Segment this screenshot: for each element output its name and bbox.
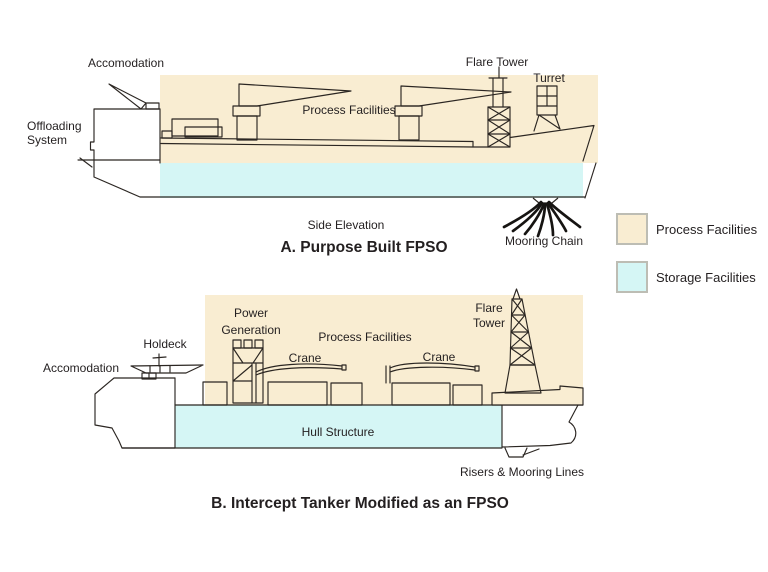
flare-tower-b-structure [504,288,542,394]
diagram-a-title: A. Purpose Built FPSO [280,239,447,256]
label-crane-left: Crane [289,351,322,365]
label-offloading-line2: System [27,133,67,147]
storage-area-a [160,163,583,198]
storage-facilities-swatch [616,261,648,293]
label-accommodation-a: Accomodation [88,56,164,70]
label-hull-structure: Hull Structure [302,425,375,439]
legend-process-label: Process Facilities [656,222,758,237]
label-accommodation-b: Accomodation [43,361,119,375]
label-power-line1: Power [234,306,268,320]
mooring-chains-a [502,197,582,238]
crane-a-left [232,83,352,141]
crane-a-right [394,85,512,141]
legend: Process Facilities Storage Facilities [616,213,758,293]
label-flare-line2: Tower [473,316,505,330]
label-process-facilities-b: Process Facilities [318,330,411,344]
derrick-a [108,83,160,110]
label-process-facilities-a: Process Facilities [302,103,395,117]
label-side-elevation: Side Elevation [308,218,385,232]
process-facilities-swatch [616,213,648,245]
legend-storage-label: Storage Facilities [656,270,756,285]
deck-modules-b [202,381,483,406]
storage-area-b [175,405,502,448]
power-generation-tower [232,339,264,404]
label-risers-mooring: Risers & Mooring Lines [460,465,584,479]
label-flare-tower-a: Flare Tower [466,55,528,69]
label-crane-right: Crane [423,350,456,364]
crane-b-left [255,363,347,376]
turret-a-structure [533,85,561,132]
holdeck-structure [130,353,204,380]
crane-b-right [385,362,480,384]
label-power-line2: Generation [221,323,280,337]
risers-fitting-b [504,447,540,458]
flare-tower-a-structure [487,66,511,148]
label-holdeck: Holdeck [143,337,187,351]
process-area-a [160,75,598,163]
label-offloading-line1: Offloading [27,119,82,133]
label-turret-a: Turret [533,71,565,85]
ship-a-hull-outline [77,108,597,199]
flare-platform-b [491,385,584,406]
diagram-b: Accomodation Holdeck Power Generation Pr… [43,288,584,512]
ship-b-hull-outline [94,377,584,449]
label-flare-line1: Flare [475,301,503,315]
label-mooring-chain: Mooring Chain [505,234,583,248]
diagram-b-title: B. Intercept Tanker Modified as an FPSO [211,495,509,512]
diagram-a: Accomodation Offloading System Process F… [27,55,598,256]
